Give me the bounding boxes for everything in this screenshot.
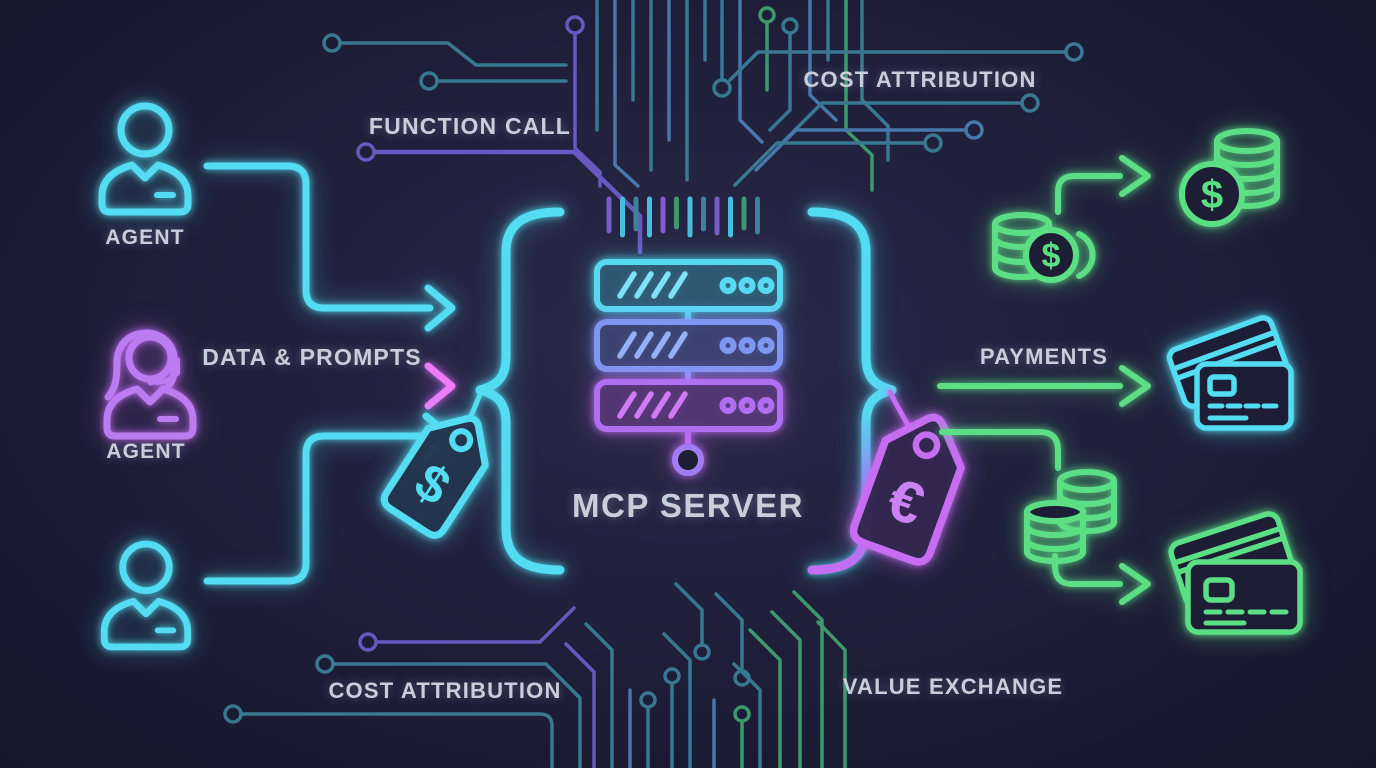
function-call-label: FUNCTION CALL <box>368 113 572 139</box>
arrow-to-coin-stack <box>1055 173 1123 215</box>
agent-top-label: AGENT <box>105 226 185 249</box>
cost-attribution-top-label: COST ATTRIBUTION <box>803 67 1037 92</box>
arrow-to-green-cards <box>1052 553 1123 587</box>
credit-cards-green-icon <box>1168 511 1303 635</box>
cost-attribution-bottom-label: COST ATTRIBUTION <box>328 678 562 703</box>
arrow-agent-top <box>203 162 456 332</box>
agent-bottom-icon user-icon <box>104 544 187 647</box>
coins-dollar-icon: $ <box>992 212 1096 283</box>
coin-dollar-symbol: $ <box>1201 173 1223 217</box>
coin-dollar-symbol: $ <box>1042 237 1061 275</box>
agent-top-icon user-icon <box>102 106 188 212</box>
credit-cards-cyan-icon <box>1166 315 1294 431</box>
circuit-traces <box>223 0 1084 768</box>
left-brace <box>475 207 565 575</box>
price-tag-euro-icon: € <box>849 389 965 566</box>
arrow-data-prompts <box>210 362 456 410</box>
right-brace <box>807 207 897 575</box>
arrow-to-bottom-coins <box>939 429 1061 471</box>
payments-label: PAYMENTS <box>979 344 1109 369</box>
payments-arrow <box>937 365 1151 407</box>
data-and-prompts-label: DATA & PROMPTS <box>202 344 422 370</box>
server-base-line <box>595 444 783 476</box>
pin-row <box>606 196 760 238</box>
value-exchange-label: VALUE EXCHANGE <box>842 674 1064 699</box>
price-tag-dollar-icon: $ <box>380 391 489 539</box>
agent-middle-label: AGENT <box>106 440 186 463</box>
mcp-server-title: MCP SERVER <box>571 487 805 524</box>
coin-stack-dollar-icon: $ <box>1179 128 1280 227</box>
coin-stacks-icon <box>1024 469 1117 564</box>
server-stack-icon <box>594 259 783 476</box>
value-flow-green: $ $ <box>937 128 1303 635</box>
agent-middle-icon headset-user-icon <box>103 329 197 440</box>
